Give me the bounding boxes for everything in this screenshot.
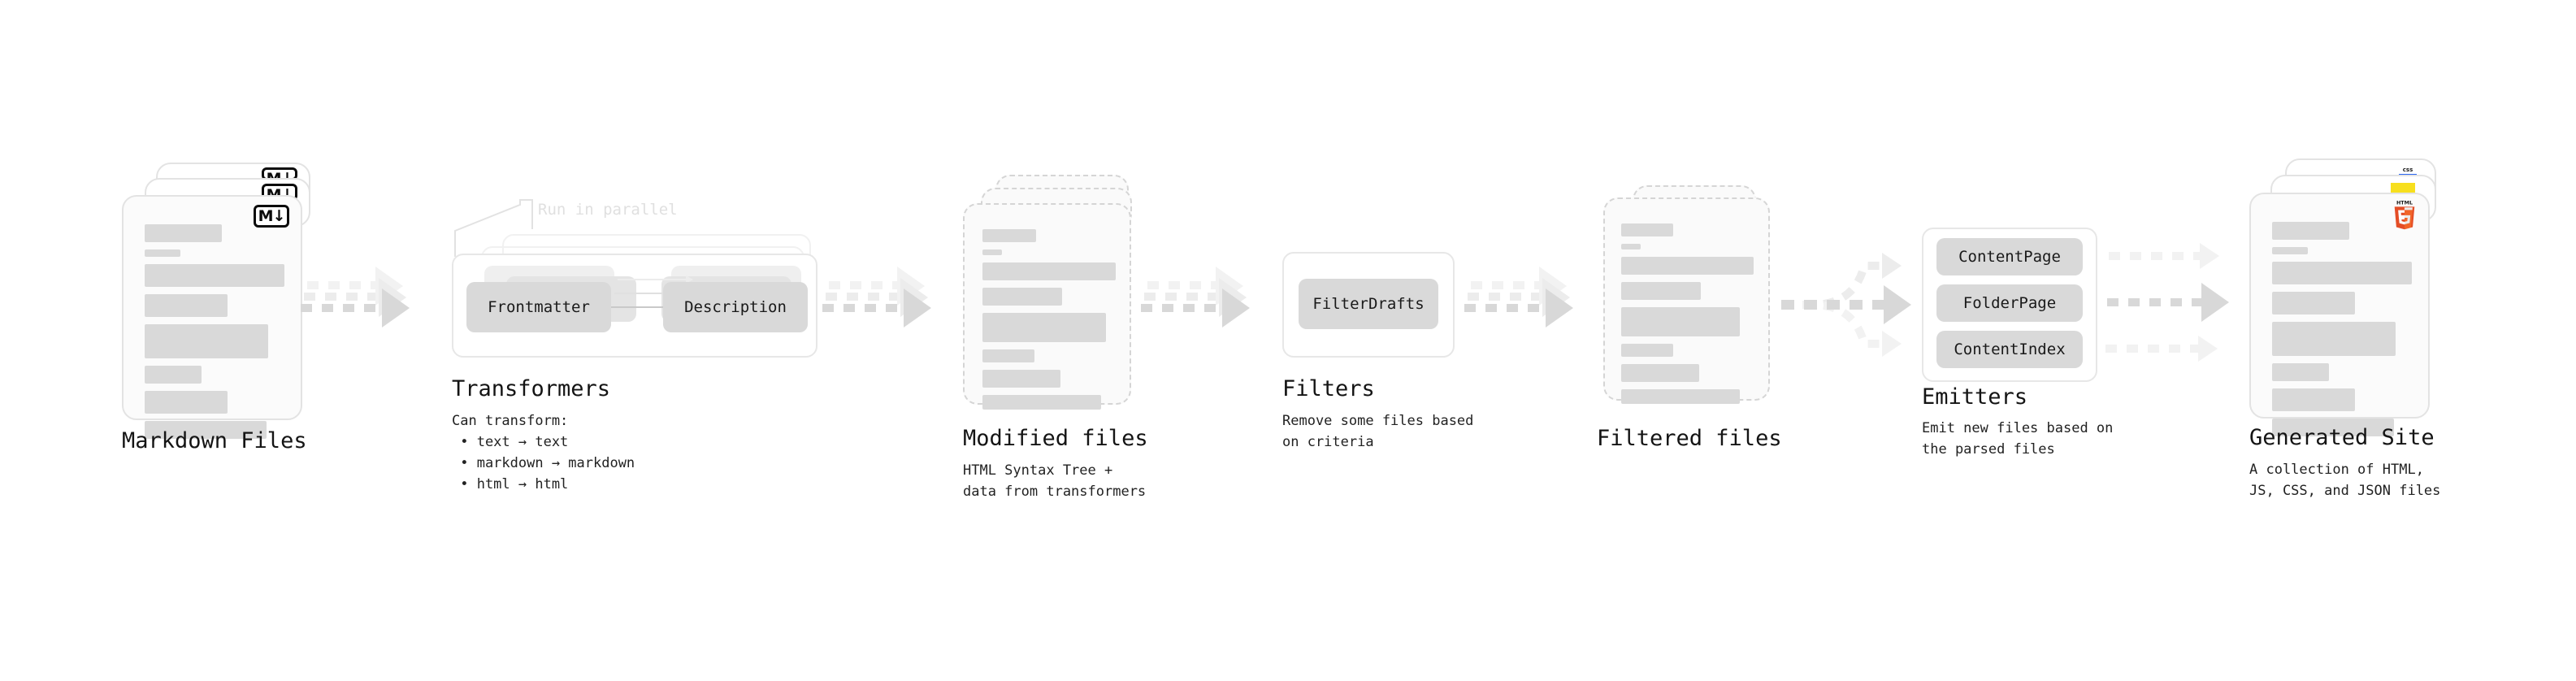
flow-transformers-to-modified xyxy=(822,267,939,341)
transformer-chip-description[interactable]: Description xyxy=(663,282,808,332)
emitter-chip-folderpage[interactable]: FolderPage xyxy=(1936,284,2083,322)
stage-title-modified-files: Modified files xyxy=(963,426,1148,451)
run-in-parallel-bracket xyxy=(454,199,533,257)
stage-caption-filters: Remove some files based on criteria xyxy=(1282,413,1474,450)
svg-text:HTML: HTML xyxy=(2396,201,2413,206)
transformer-chip-frontmatter[interactable]: Frontmatter xyxy=(466,282,611,332)
doc-line-group xyxy=(1621,223,1754,411)
markdown-card-front: M↓ xyxy=(122,195,302,439)
flow-filters-to-filtered xyxy=(1464,267,1581,341)
transformer-chip-label: Description xyxy=(684,298,787,316)
doc-line-group xyxy=(2272,222,2412,444)
stage-caption-modified-files: HTML Syntax Tree + data from transformer… xyxy=(963,462,1147,500)
transformer-chip-label: Frontmatter xyxy=(488,298,590,316)
flow-modified-to-filters xyxy=(1141,267,1257,341)
transformer-inner-arrow xyxy=(618,275,693,284)
stage-title-filtered-files: Filtered files xyxy=(1597,426,1782,451)
filter-chip-label: FilterDrafts xyxy=(1312,295,1425,313)
generated-site-stack: css HTML xyxy=(2249,158,2461,436)
filtered-card-front xyxy=(1603,197,1770,404)
flow-emitters-to-site xyxy=(2105,232,2255,386)
emitter-chip-contentindex[interactable]: ContentIndex xyxy=(1936,331,2083,368)
emitter-chip-contentpage[interactable]: ContentPage xyxy=(1936,238,2083,275)
doc-line-group xyxy=(982,229,1116,417)
markdown-badge: M↓ xyxy=(254,205,289,228)
emitter-chip-label: ContentPage xyxy=(1958,248,2061,266)
stage-title-emitters: Emitters xyxy=(1922,384,2028,410)
stage-caption-transformers: Can transform: • text → text • markdown … xyxy=(452,413,635,492)
filter-chip-filterdrafts[interactable]: FilterDrafts xyxy=(1299,279,1438,329)
emitter-chip-label: ContentIndex xyxy=(1954,340,2066,358)
modified-files-stack xyxy=(963,175,1158,435)
flow-md-to-transformers xyxy=(301,267,417,341)
stage-title-filters: Filters xyxy=(1282,376,1375,401)
doc-line-group xyxy=(145,224,284,446)
modified-card-front xyxy=(963,203,1131,410)
stage-title-generated-site: Generated Site xyxy=(2249,425,2435,450)
run-in-parallel-label: Run in parallel xyxy=(538,201,678,219)
emitter-chip-label: FolderPage xyxy=(1962,294,2057,312)
stage-title-markdown-files: Markdown Files xyxy=(122,428,307,453)
branch-paths xyxy=(1781,262,1890,348)
html5-badge: HTML xyxy=(2394,201,2415,230)
flow-filtered-to-emitters xyxy=(1780,223,1930,386)
stage-title-transformers: Transformers xyxy=(452,376,611,401)
stage-caption-generated-site: A collection of HTML, JS, CSS, and JSON … xyxy=(2249,462,2441,499)
css-badge-label: css xyxy=(2402,167,2413,173)
stage-caption-emitters: Emit new files based on the parsed files xyxy=(1922,420,2114,458)
markdown-files-stack: M↓ M↓ M↓ xyxy=(122,163,317,439)
generated-card-front: HTML xyxy=(2249,193,2430,436)
filtered-files-stack xyxy=(1603,185,1798,445)
